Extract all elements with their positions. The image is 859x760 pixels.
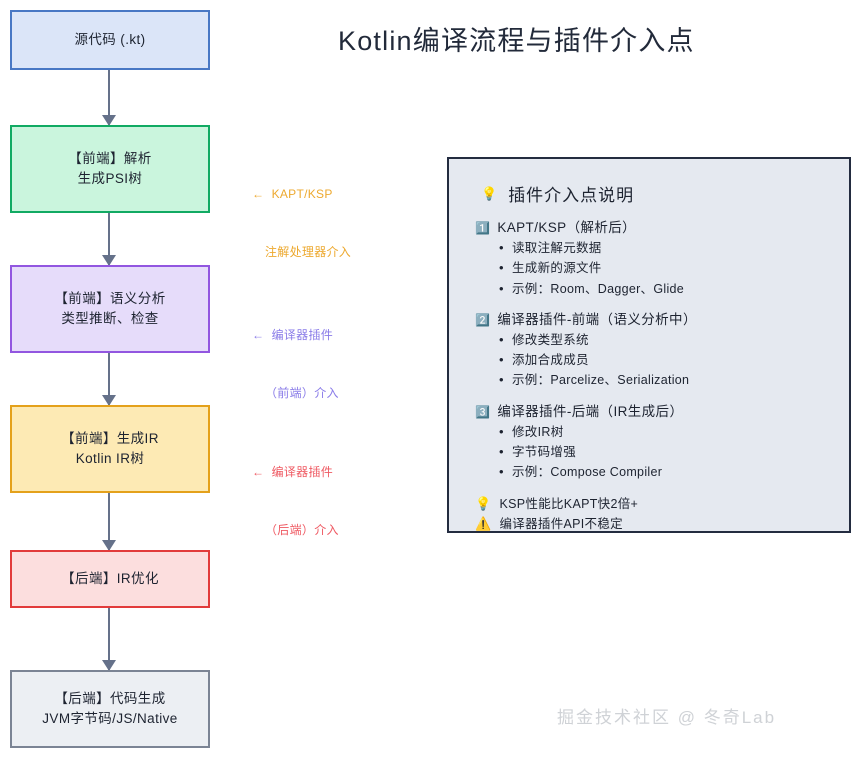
flow-column: 源代码 (.kt) 【前端】解析 生成PSI树 【前端】语义分析 类型推断、检查… — [0, 0, 230, 760]
flow-node-parse-line1: 【前端】解析 — [68, 151, 152, 167]
legend-title-text: 插件介入点说明 — [508, 186, 635, 205]
list-item: 示例：Room、Dagger、Glide — [499, 277, 829, 298]
legend-group-backend-plugin-heading: 编译器插件-后端（IR生成后） — [497, 403, 684, 419]
flow-arrow-1 — [102, 70, 116, 126]
list-item: 修改类型系统 — [499, 329, 829, 350]
legend-group-backend-plugin-head: 3️⃣ 编译器插件-后端（IR生成后） — [475, 400, 829, 420]
bulb-icon: 💡 — [475, 496, 492, 512]
keycap-two-icon: 2️⃣ — [475, 312, 491, 327]
flow-arrow-5 — [102, 608, 116, 671]
legend-footnotes: 💡 KSP性能比KAPT快2倍+ ⚠️ 编译器插件API不稳定 — [469, 495, 829, 534]
flow-node-ir[interactable]: 【前端】生成IR Kotlin IR树 — [10, 405, 210, 493]
side-note-kapt-line2: 注解处理器介入 — [265, 244, 352, 259]
side-note-frontend-plugin-line2: （前端）介入 — [265, 385, 339, 400]
legend-footnote-performance: 💡 KSP性能比KAPT快2倍+ — [475, 495, 829, 514]
page-title: Kotlin编译流程与插件介入点 — [338, 26, 695, 56]
legend-group-frontend-plugin-items: 修改类型系统 添加合成成员 示例：Parcelize、Serialization — [469, 329, 829, 391]
watermark: 掘金技术社区 @ 冬奇Lab — [557, 708, 777, 727]
flow-node-ir-optimize[interactable]: 【后端】IR优化 — [10, 550, 210, 608]
flow-node-semantic-line2: 类型推断、检查 — [61, 311, 159, 326]
list-item: 添加合成成员 — [499, 349, 829, 370]
flow-arrow-3 — [102, 353, 116, 406]
list-item: 生成新的源文件 — [499, 257, 829, 278]
legend-group-backend-plugin-items: 修改IR树 字节码增强 示例：Compose Compiler — [469, 420, 829, 482]
side-note-frontend-plugin-line1: ← 编译器插件 — [252, 328, 334, 343]
legend-group-frontend-plugin: 2️⃣ 编译器插件-前端（语义分析中） 修改类型系统 添加合成成员 示例：Par… — [469, 308, 829, 391]
side-note-backend-plugin-line1: ← 编译器插件 — [252, 465, 334, 480]
side-note-kapt-line1: ← KAPT/KSP — [252, 187, 333, 202]
flow-node-parse-line2: 生成PSI树 — [77, 171, 143, 186]
legend-footnote-performance-text: KSP性能比KAPT快2倍+ — [499, 497, 639, 512]
legend-footnote-warning-text: 编译器插件API不稳定 — [499, 516, 623, 531]
flow-node-ir-optimize-line1: 【后端】IR优化 — [61, 571, 159, 587]
flow-node-codegen-line1: 【后端】代码生成 — [54, 691, 166, 707]
flow-node-source[interactable]: 源代码 (.kt) — [10, 10, 210, 70]
bulb-icon: 💡 — [481, 186, 499, 201]
side-note-kapt: ← KAPT/KSP 注解处理器介入 — [252, 147, 351, 281]
legend-panel: 💡 插件介入点说明 1️⃣ KAPT/KSP（解析后） 读取注解元数据 生成新的… — [447, 157, 851, 533]
legend-group-frontend-plugin-head: 2️⃣ 编译器插件-前端（语义分析中） — [475, 308, 829, 328]
flow-node-ir-line2: Kotlin IR树 — [75, 451, 145, 466]
list-item: 示例：Compose Compiler — [499, 461, 829, 482]
flow-node-parse[interactable]: 【前端】解析 生成PSI树 — [10, 125, 210, 213]
legend-group-frontend-plugin-heading: 编译器插件-前端（语义分析中） — [497, 311, 697, 327]
legend-footnote-warning: ⚠️ 编译器插件API不稳定 — [475, 515, 829, 534]
list-item: 修改IR树 — [499, 420, 829, 441]
legend-group-kapt-heading: KAPT/KSP（解析后） — [497, 220, 637, 235]
flow-arrow-4 — [102, 493, 116, 551]
warning-icon: ⚠️ — [475, 515, 492, 531]
flow-node-semantic-line1: 【前端】语义分析 — [54, 291, 166, 307]
list-item: 字节码增强 — [499, 441, 829, 462]
list-item: 读取注解元数据 — [499, 237, 829, 258]
flow-node-ir-line1: 【前端】生成IR — [61, 431, 159, 447]
legend-group-kapt-head: 1️⃣ KAPT/KSP（解析后） — [475, 216, 829, 236]
keycap-three-icon: 3️⃣ — [475, 404, 491, 419]
side-note-backend-plugin: ← 编译器插件 （后端）介入 — [252, 425, 339, 559]
list-item: 示例：Parcelize、Serialization — [499, 369, 829, 390]
legend-group-kapt-items: 读取注解元数据 生成新的源文件 示例：Room、Dagger、Glide — [469, 237, 829, 299]
flow-arrow-2 — [102, 213, 116, 266]
flow-node-semantic[interactable]: 【前端】语义分析 类型推断、检查 — [10, 265, 210, 353]
flow-node-source-line1: 源代码 (.kt) — [74, 32, 146, 48]
legend-title-row: 💡 插件介入点说明 — [481, 181, 829, 206]
flow-node-codegen[interactable]: 【后端】代码生成 JVM字节码/JS/Native — [10, 670, 210, 748]
side-note-backend-plugin-line2: （后端）介入 — [265, 522, 339, 537]
legend-group-backend-plugin: 3️⃣ 编译器插件-后端（IR生成后） 修改IR树 字节码增强 示例：Compo… — [469, 400, 829, 483]
side-note-frontend-plugin: ← 编译器插件 （前端）介入 — [252, 288, 339, 422]
flow-node-codegen-line2: JVM字节码/JS/Native — [42, 711, 178, 726]
legend-group-kapt: 1️⃣ KAPT/KSP（解析后） 读取注解元数据 生成新的源文件 示例：Roo… — [469, 216, 829, 299]
keycap-one-icon: 1️⃣ — [475, 221, 491, 235]
